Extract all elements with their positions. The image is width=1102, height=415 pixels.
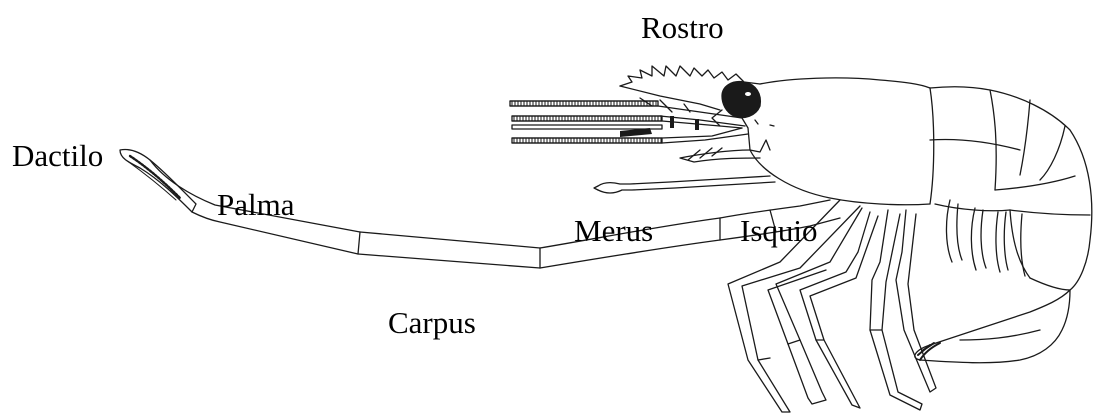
label-palma: Palma	[217, 189, 295, 220]
label-merus: Merus	[574, 215, 653, 246]
label-carpus: Carpus	[388, 307, 476, 338]
label-isquio: Isquio	[740, 215, 818, 246]
label-dactilo: Dactilo	[12, 140, 103, 171]
label-rostro: Rostro	[641, 12, 724, 43]
mouthparts	[594, 148, 775, 193]
